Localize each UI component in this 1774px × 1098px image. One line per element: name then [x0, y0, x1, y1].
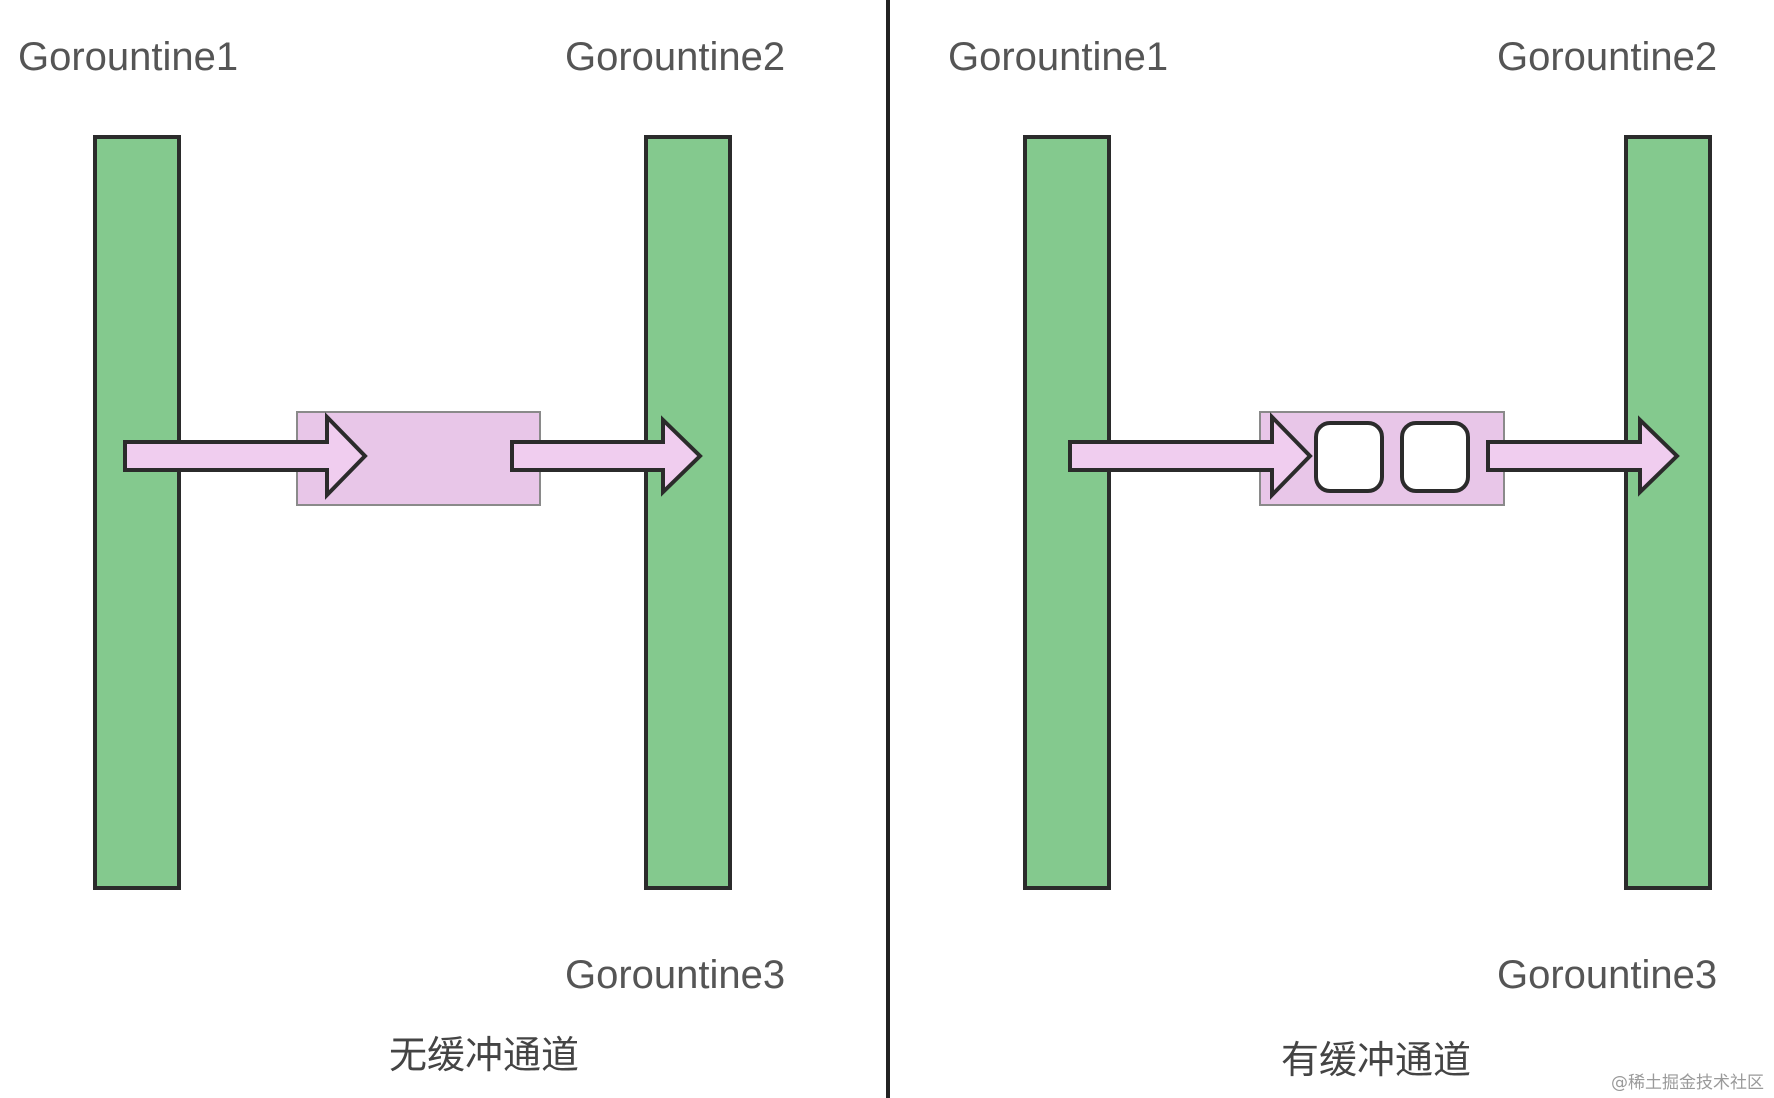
buffer-slot: [1314, 421, 1384, 493]
right-panel: Gorountine1 Gorountine2 Gorountine3 有缓冲通…: [948, 35, 1717, 1082]
left-panel: Gorountine1 Gorountine2 Gorountine3 无缓冲通…: [18, 35, 785, 1077]
right-label-goroutine1: Gorountine1: [948, 35, 1168, 79]
left-receive-arrow: [510, 415, 703, 497]
right-goroutine2-bar: [1624, 135, 1712, 890]
left-label-goroutine2: Gorountine2: [565, 35, 785, 79]
right-caption: 有缓冲通道: [1281, 1038, 1471, 1082]
right-receive-arrow: [1486, 415, 1680, 497]
right-send-arrow: [1068, 412, 1313, 500]
left-send-arrow: [123, 412, 368, 500]
buffer-slots: [1314, 421, 1470, 493]
left-label-goroutine3: Gorountine3: [565, 953, 785, 997]
left-goroutine2-bar: [644, 135, 732, 890]
right-label-goroutine3: Gorountine3: [1497, 953, 1717, 997]
left-caption: 无缓冲通道: [389, 1033, 579, 1077]
right-label-goroutine2: Gorountine2: [1497, 35, 1717, 79]
buffer-slot: [1400, 421, 1470, 493]
left-label-goroutine1: Gorountine1: [18, 35, 238, 79]
right-goroutine1-bar: [1023, 135, 1111, 890]
left-goroutine1-bar: [93, 135, 181, 890]
watermark: @稀土掘金技术社区: [1611, 1073, 1764, 1093]
